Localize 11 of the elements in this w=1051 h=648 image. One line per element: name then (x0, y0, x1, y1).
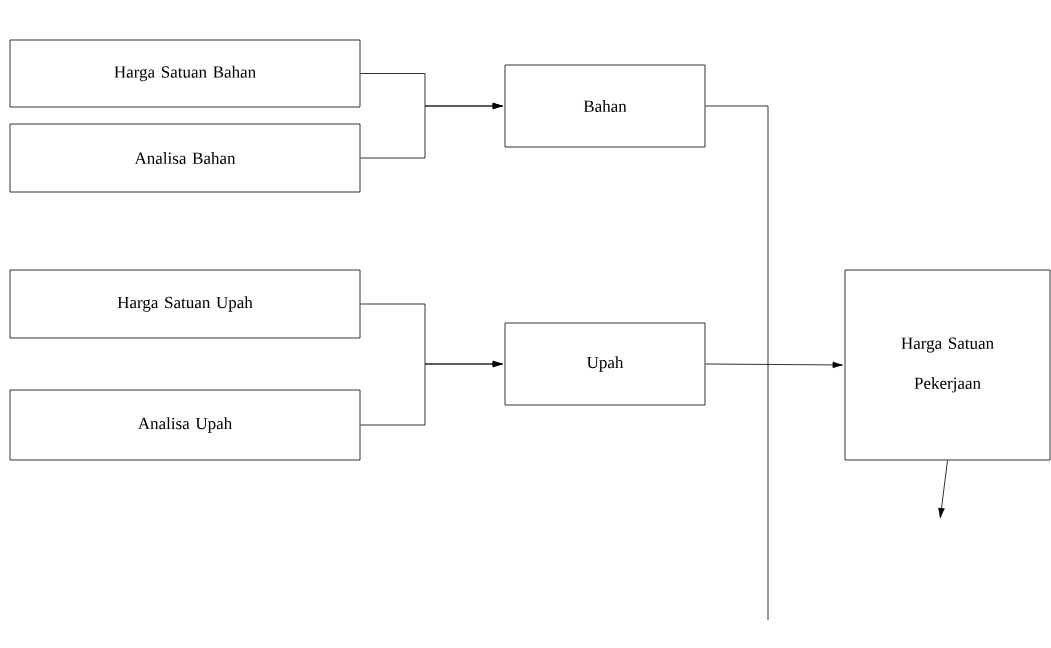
process-box: Upah (504, 322, 706, 406)
arrow (938, 460, 948, 519)
arrow (360, 102, 503, 159)
process-box: Harga Satuan Bahan (9, 39, 361, 108)
process-box: Analisa Upah (9, 389, 361, 461)
arrow (705, 361, 843, 369)
process-box: Analisa Bahan (9, 123, 361, 193)
process-box: Bahan (504, 64, 706, 148)
process-box: Harga Satuan Pekerjaan (844, 269, 1051, 461)
arrow (360, 360, 503, 426)
process-box: Harga Satuan Upah (9, 269, 361, 339)
